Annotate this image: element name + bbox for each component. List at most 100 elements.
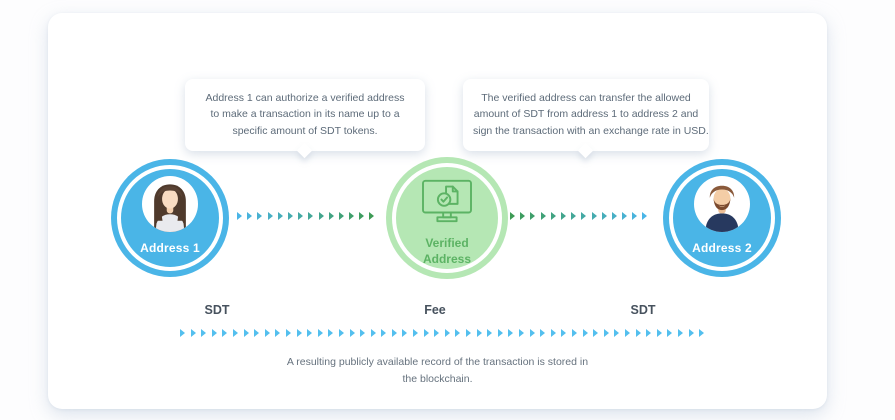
arrowhead-icon — [550, 212, 556, 220]
arrowhead-icon — [529, 329, 535, 337]
arrowhead-icon — [540, 329, 546, 337]
caption-line: A resulting publicly available record of… — [286, 356, 589, 368]
arrowhead-icon — [264, 329, 270, 337]
arrowhead-icon — [247, 212, 253, 220]
arrowhead-icon — [370, 329, 376, 337]
arrowhead-icon — [699, 329, 705, 337]
arrowhead-icon — [257, 212, 263, 220]
arrowhead-icon — [466, 329, 472, 337]
arrowhead-icon — [296, 329, 302, 337]
arrowhead-icon — [391, 329, 397, 337]
arrowhead-icon — [550, 329, 556, 337]
node-address-2-label: Address 2 — [692, 241, 752, 255]
callout-address1-authorization: Address 1 can authorize a verified addre… — [185, 79, 425, 151]
arrowhead-icon — [519, 329, 524, 337]
arrowhead-icon — [561, 329, 567, 337]
arrowhead-icon — [444, 329, 450, 337]
arrowhead-icon — [530, 212, 536, 220]
arrowhead-icon — [381, 329, 387, 337]
arrowhead-icon — [423, 329, 429, 337]
arrowhead-icon — [656, 329, 662, 337]
arrowhead-icon — [635, 329, 641, 337]
arrowhead-icon — [560, 212, 566, 220]
arrowhead-icon — [540, 212, 546, 220]
node-address-1-label: Address 1 — [140, 241, 200, 255]
arrowhead-icon — [402, 329, 408, 337]
callout-text-line: sign the transaction with an exchange ra… — [473, 124, 709, 137]
arrowhead-icon — [520, 212, 526, 220]
arrowhead-icon — [571, 329, 577, 337]
arrowhead-icon — [455, 329, 461, 337]
callout-text-line: amount of SDT from address 1 to address … — [473, 108, 699, 121]
arrowhead-icon — [487, 329, 493, 337]
arrowhead-icon — [614, 329, 620, 337]
blockchain-record-caption: A resulting publicly available record of… — [48, 354, 827, 388]
arrowhead-icon — [413, 329, 419, 337]
caption-line: the blockchain. — [402, 372, 473, 385]
arrowhead-icon — [646, 329, 652, 337]
arrowhead-icon — [285, 329, 291, 337]
arrowhead-icon — [667, 329, 673, 337]
arrowhead-icon — [222, 329, 228, 337]
arrowhead-icon — [688, 329, 694, 337]
callout-text-line: to make a transaction in its name up to … — [210, 108, 400, 121]
verified-label-line: Verified — [425, 236, 469, 250]
arrow-chain-verified-to-address2 — [510, 211, 653, 221]
verified-label-line: Address — [422, 251, 472, 266]
callout-text-line: specific amount of SDT tokens. — [232, 124, 378, 137]
arrow-chain-blockchain-record — [180, 328, 710, 338]
arrowhead-icon — [369, 212, 375, 220]
flow-label-sdt-left: SDT — [204, 303, 230, 317]
arrowhead-icon — [601, 212, 607, 220]
arrowhead-icon — [180, 329, 185, 337]
arrowhead-icon — [593, 329, 599, 337]
arrowhead-icon — [642, 212, 648, 220]
arrowhead-icon — [287, 212, 293, 220]
arrowhead-icon — [277, 212, 283, 220]
arrowhead-icon — [211, 329, 217, 337]
arrowhead-icon — [582, 329, 588, 337]
flow-label-sdt-right: SDT — [630, 303, 656, 317]
arrowhead-icon — [360, 329, 366, 337]
arrowhead-icon — [603, 329, 609, 337]
arrowhead-icon — [434, 329, 440, 337]
arrowhead-icon — [254, 329, 260, 337]
arrowhead-icon — [591, 212, 597, 220]
arrowhead-icon — [622, 212, 628, 220]
arrowhead-icon — [624, 329, 630, 337]
arrowhead-icon — [611, 212, 617, 220]
arrowhead-icon — [497, 329, 503, 337]
diagram-card: Address 1 can authorize a verified addre… — [48, 13, 827, 409]
arrowhead-icon — [232, 329, 238, 337]
arrowhead-icon — [338, 212, 344, 220]
callout-text-line: The verified address can transfer the al… — [481, 92, 691, 104]
arrowhead-icon — [298, 212, 304, 220]
node-verified-address: Verified Address — [386, 157, 508, 279]
callout-text-line: Address 1 can authorize a verified addre… — [205, 92, 405, 104]
arrowhead-icon — [318, 212, 324, 220]
arrowhead-icon — [508, 329, 514, 337]
arrowhead-icon — [317, 329, 323, 337]
arrowhead-icon — [349, 212, 355, 220]
arrow-chain-address1-to-verified — [237, 211, 380, 221]
arrowhead-icon — [677, 329, 683, 337]
arrowhead-icon — [243, 329, 249, 337]
flow-label-fee: Fee — [424, 303, 446, 317]
arrowhead-icon — [349, 329, 355, 337]
arrowhead-icon — [308, 212, 314, 220]
arrowhead-icon — [510, 212, 515, 220]
arrowhead-icon — [632, 212, 638, 220]
arrowhead-icon — [237, 212, 242, 220]
arrowhead-icon — [328, 212, 334, 220]
male-avatar-icon — [694, 176, 750, 232]
arrowhead-icon — [328, 329, 334, 337]
arrowhead-icon — [307, 329, 313, 337]
arrowhead-icon — [201, 329, 207, 337]
arrowhead-icon — [275, 329, 281, 337]
monitor-check-icon — [420, 177, 474, 230]
arrowhead-icon — [581, 212, 587, 220]
arrowhead-icon — [571, 212, 577, 220]
arrowhead-icon — [338, 329, 344, 337]
node-verified-address-label: Verified Address — [423, 236, 471, 267]
arrowhead-icon — [359, 212, 365, 220]
